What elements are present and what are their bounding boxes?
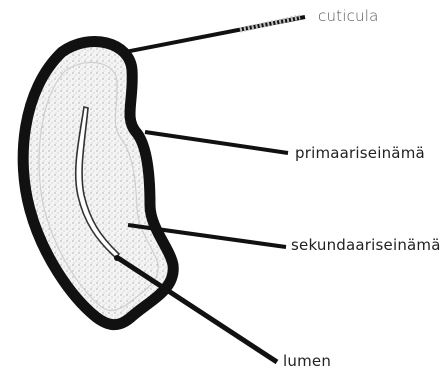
label-primary-wall: primaariseinämä — [295, 144, 425, 162]
leader-line-primary-wall — [145, 132, 288, 153]
label-secondary-wall: sekundaariseinämä — [291, 236, 441, 254]
label-lumen: lumen — [283, 352, 331, 370]
lumen-pointer-dot — [114, 255, 120, 261]
leader-line-cuticula — [125, 17, 305, 52]
label-cuticula: cuticula — [318, 7, 379, 25]
